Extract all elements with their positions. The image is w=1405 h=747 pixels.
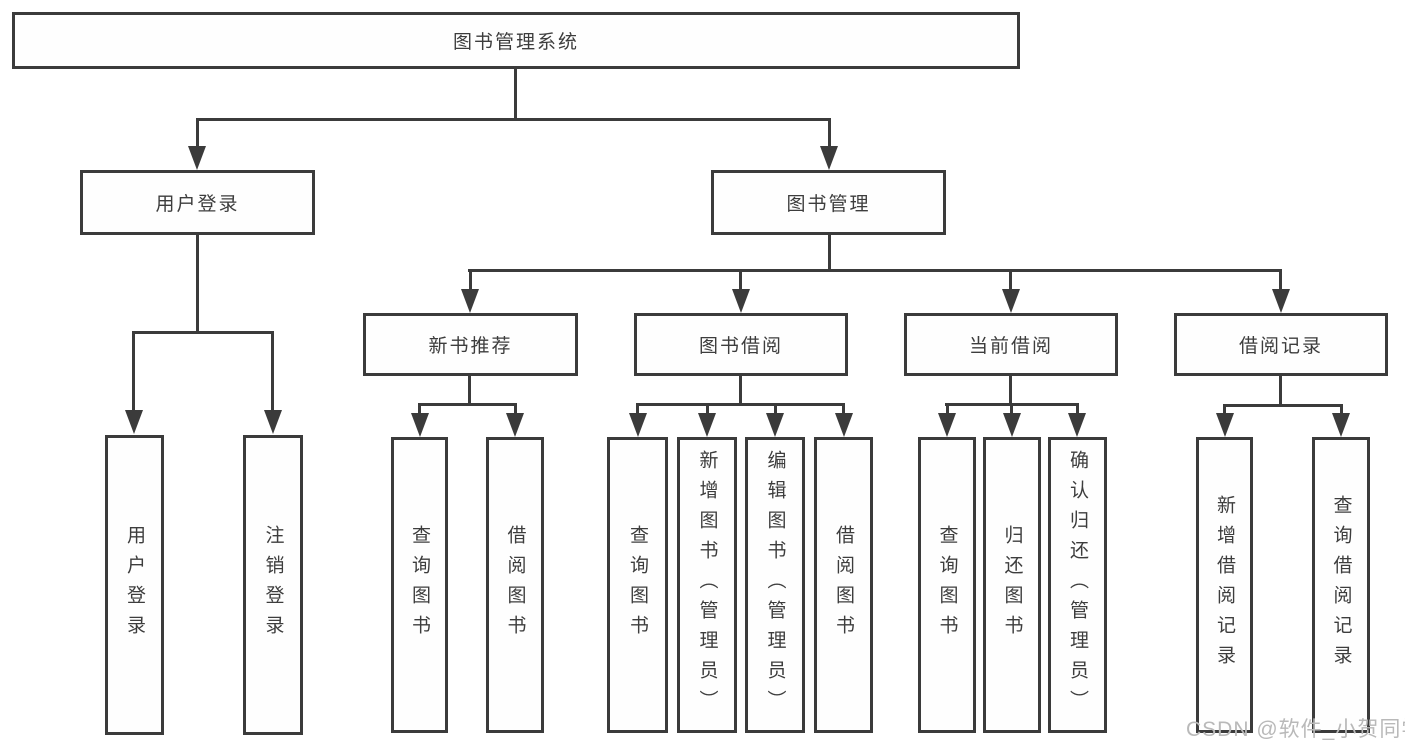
leaf-bb-query-books-label: 查询图书 [627, 525, 648, 645]
leaf-bb-add-book-admin-label: 新增图书（管理员） [696, 450, 718, 720]
leaf-nbr-query-books: 查询图书 [391, 437, 448, 733]
leaf-br-query-record-label: 查询借阅记录 [1330, 495, 1352, 675]
connector-bb-drop [739, 269, 742, 291]
node-borrow-records: 借阅记录 [1174, 313, 1388, 376]
connector-book-mgmt-drop [828, 118, 831, 148]
node-new-book-recommend-label: 新书推荐 [428, 336, 513, 357]
connector-br-leaf1-drop [1223, 404, 1226, 414]
arrowhead-nbr-leaf2 [506, 413, 524, 437]
leaf-user-login: 用户登录 [105, 435, 164, 735]
leaf-bb-edit-book-admin-label: 编辑图书（管理员） [764, 450, 786, 720]
connector-nbr-leaf2-drop [514, 403, 517, 414]
connector-cb-drop [1009, 269, 1012, 291]
arrowhead-bb-leaf4 [835, 413, 853, 437]
leaf-bb-query-books: 查询图书 [607, 437, 668, 733]
connector-cb-leaf1-drop [946, 403, 949, 414]
arrowhead-current-borrow [1002, 289, 1020, 313]
connector-cb-leaf2-drop [1010, 403, 1013, 414]
leaf-cb-query-books: 查询图书 [918, 437, 976, 733]
leaf-bb-borrow-books-label: 借阅图书 [833, 525, 854, 645]
arrowhead-new-book-recommend [461, 289, 479, 313]
connector-level3-bar [468, 269, 1282, 272]
leaf-br-add-record-label: 新增借阅记录 [1214, 495, 1235, 675]
connector-bb-leaf3-drop [774, 403, 777, 414]
arrowhead-cb-leaf2 [1003, 413, 1021, 437]
arrowhead-cb-leaf1 [938, 413, 956, 437]
arrowhead-bb-leaf3 [766, 413, 784, 437]
connector-cb-leaf3-drop [1076, 403, 1079, 414]
connector-nbr-drop [469, 269, 472, 291]
arrowhead-cb-leaf3 [1068, 413, 1086, 437]
leaf-logout-label: 注销登录 [262, 525, 284, 645]
arrowhead-login-leaf2 [264, 410, 282, 434]
connector-nbr-leaf1-drop [418, 403, 421, 414]
connector-book-mgmt-stem [828, 235, 831, 272]
leaf-cb-confirm-return-admin-label: 确认归还（管理员） [1067, 450, 1088, 720]
watermark: CSDN @软件_小贺同学 [1186, 718, 1405, 741]
connector-nbr-bar [418, 403, 517, 406]
connector-br-stem [1279, 376, 1282, 407]
connector-br-drop [1279, 269, 1282, 291]
connector-nbr-stem [468, 376, 471, 406]
connector-bb-bar [636, 403, 845, 406]
connector-bb-leaf2-drop [706, 403, 709, 414]
node-book-management-label: 图书管理 [786, 194, 871, 215]
leaf-cb-return-books: 归还图书 [983, 437, 1041, 733]
node-current-borrow: 当前借阅 [904, 313, 1118, 376]
leaf-cb-confirm-return-admin: 确认归还（管理员） [1048, 437, 1107, 733]
arrowhead-borrow-records [1272, 289, 1290, 313]
arrowhead-nbr-leaf1 [411, 413, 429, 437]
connector-login-leaf2-drop [271, 331, 274, 411]
node-book-borrow-label: 图书借阅 [698, 336, 783, 357]
leaf-cb-return-books-label: 归还图书 [1001, 525, 1023, 645]
node-user-login-label: 用户登录 [155, 194, 240, 215]
arrowhead-book-borrow [732, 289, 750, 313]
leaf-bb-edit-book-admin: 编辑图书（管理员） [745, 437, 805, 733]
leaf-br-query-record: 查询借阅记录 [1312, 437, 1370, 733]
node-borrow-records-label: 借阅记录 [1238, 336, 1323, 357]
node-book-borrow: 图书借阅 [634, 313, 848, 376]
connector-root-stem [514, 68, 517, 120]
leaf-logout: 注销登录 [243, 435, 303, 735]
connector-login-leaf1-drop [132, 331, 135, 411]
connector-bb-leaf1-drop [636, 403, 639, 414]
connector-level2-bar [196, 118, 831, 121]
connector-bb-stem [739, 376, 742, 406]
node-new-book-recommend: 新书推荐 [363, 313, 578, 376]
connector-br-leaf2-drop [1340, 404, 1343, 414]
leaf-cb-query-books-label: 查询图书 [936, 525, 958, 645]
arrowhead-br-leaf2 [1332, 413, 1350, 437]
node-library-system: 图书管理系统 [12, 12, 1020, 69]
node-user-login: 用户登录 [80, 170, 315, 235]
arrowhead-login-leaf1 [125, 410, 143, 434]
connector-cb-stem [1009, 376, 1012, 406]
leaf-bb-borrow-books: 借阅图书 [814, 437, 873, 733]
arrowhead-br-leaf1 [1216, 413, 1234, 437]
connector-user-login-drop [196, 118, 199, 148]
node-current-borrow-label: 当前借阅 [968, 336, 1053, 357]
leaf-nbr-borrow-books: 借阅图书 [486, 437, 544, 733]
node-book-management: 图书管理 [711, 170, 946, 235]
connector-br-bar [1223, 404, 1342, 407]
leaf-bb-add-book-admin: 新增图书（管理员） [677, 437, 737, 733]
connector-login-bar [132, 331, 274, 334]
node-library-system-label: 图书管理系统 [452, 32, 579, 53]
leaf-user-login-label: 用户登录 [124, 525, 145, 645]
arrowhead-bb-leaf2 [698, 413, 716, 437]
leaf-nbr-borrow-books-label: 借阅图书 [504, 525, 526, 645]
connector-bb-leaf4-drop [842, 403, 845, 414]
arrowhead-book-mgmt [820, 146, 838, 170]
leaf-br-add-record: 新增借阅记录 [1196, 437, 1253, 733]
arrowhead-user-login [188, 146, 206, 170]
leaf-nbr-query-books-label: 查询图书 [409, 525, 430, 645]
connector-login-stem [196, 235, 199, 334]
arrowhead-bb-leaf1 [629, 413, 647, 437]
